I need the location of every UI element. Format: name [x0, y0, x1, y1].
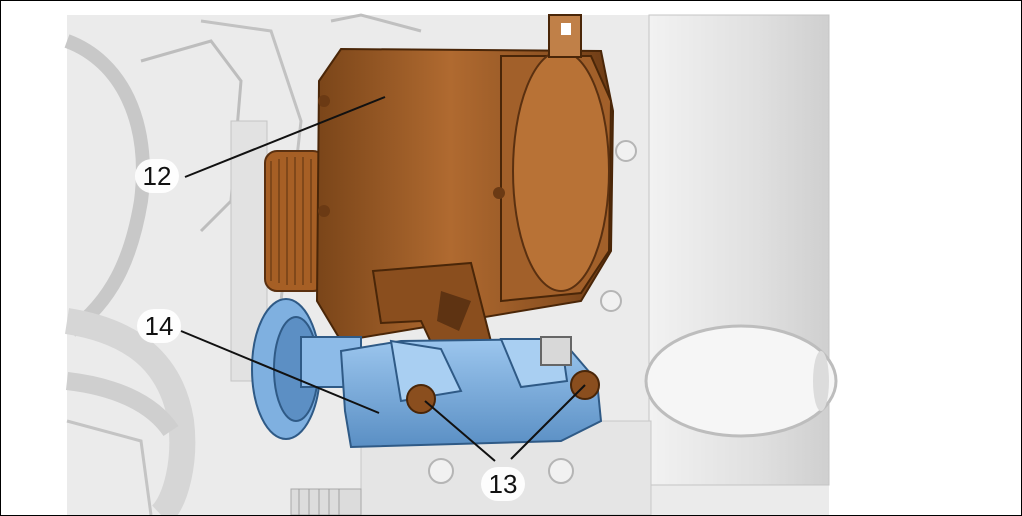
- leader-lines: [180, 96, 586, 462]
- alternator: [264, 14, 615, 387]
- callout-13: 13: [481, 467, 525, 501]
- callout-14: 14: [137, 309, 181, 343]
- alternator-bracket: [251, 298, 603, 449]
- leader-line-12: [184, 96, 386, 178]
- leader-line-13b: [510, 384, 586, 460]
- callout-12: 12: [135, 159, 179, 193]
- leader-line-14: [180, 330, 380, 414]
- leader-line-13a: [424, 400, 496, 462]
